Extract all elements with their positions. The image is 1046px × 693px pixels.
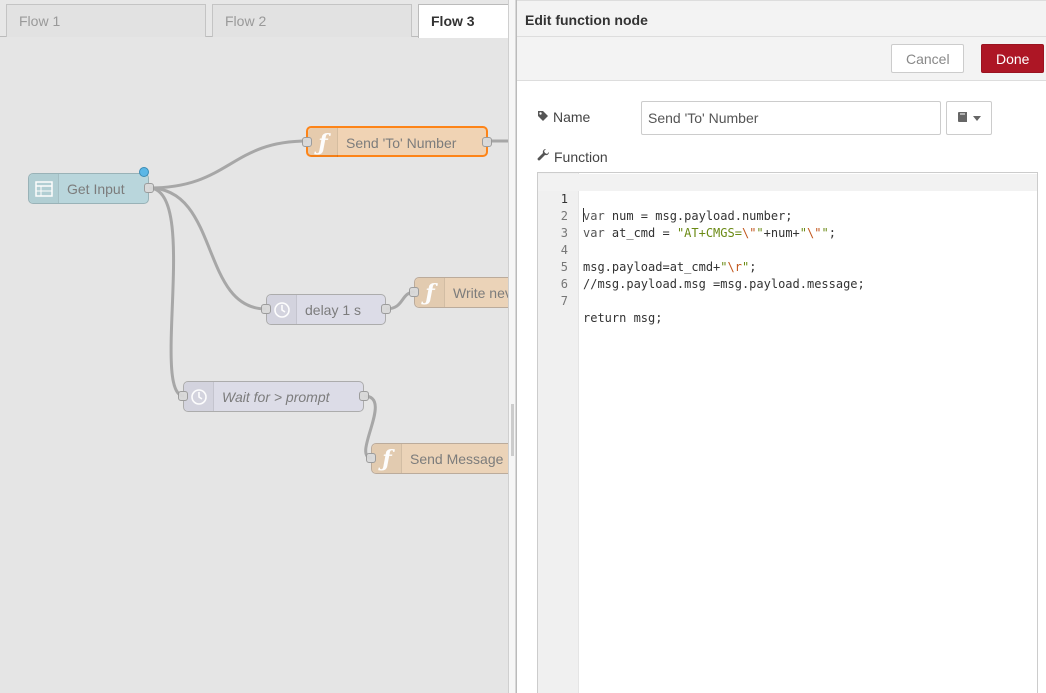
code-text: //msg.payload.msg =msg.payload.message; <box>583 277 865 291</box>
input-port[interactable] <box>302 137 312 147</box>
name-label-text: Name <box>553 109 591 125</box>
clock-icon <box>267 295 297 324</box>
function-icon: ƒ <box>425 279 435 306</box>
code-line: 7 return msg; <box>538 276 1037 325</box>
node-send-message[interactable]: ƒ Send Message <box>366 443 510 474</box>
line-number: 4 <box>560 243 568 257</box>
changed-indicator <box>139 167 149 177</box>
clock-icon <box>184 382 214 411</box>
function-icon: ƒ <box>318 129 328 156</box>
wrench-icon <box>537 148 550 165</box>
line-number: 7 <box>560 294 568 308</box>
wire-getinput-delay <box>148 186 267 311</box>
output-port[interactable] <box>359 391 369 401</box>
caret-down-icon <box>973 111 981 125</box>
code-line: 6 <box>538 259 1037 291</box>
node-properties-form: Name Function 1 var num = msg.payload.nu… <box>517 82 1046 693</box>
name-input[interactable] <box>641 101 941 135</box>
editor-toolbar: Cancel Done <box>517 37 1046 81</box>
input-port[interactable] <box>409 287 419 297</box>
output-port[interactable] <box>381 304 391 314</box>
output-port[interactable] <box>144 183 154 193</box>
code-text: return msg; <box>583 311 663 325</box>
editor-header: Edit function node <box>517 0 1046 37</box>
function-icon: ƒ <box>382 445 392 472</box>
flow-workspace[interactable]: Flow 1 Flow 2 Flow 3 Get Input ƒ Send 'T… <box>0 0 510 693</box>
line-number-gutter <box>538 173 579 693</box>
line-number: 1 <box>560 192 568 206</box>
code-line: 4 msg.payload=at_cmd+"\r"; <box>538 225 1037 274</box>
line-number: 2 <box>560 209 568 223</box>
output-port[interactable] <box>482 137 492 147</box>
tag-icon <box>537 110 549 125</box>
node-label: Get Input <box>67 181 125 197</box>
line-number: 5 <box>560 260 568 274</box>
code-text: msg.payload=at_cmd+"\r"; <box>583 260 757 274</box>
cancel-button[interactable]: Cancel <box>891 44 964 73</box>
book-icon <box>957 111 969 126</box>
tab-flow-2[interactable]: Flow 2 <box>212 4 412 37</box>
code-line: 2 var at_cmd = "AT+CMGS=\""+num+"\""; <box>538 191 1037 240</box>
function-label: Function <box>537 148 608 165</box>
code-line: 1 var num = msg.payload.number; <box>538 174 1037 223</box>
node-delay[interactable]: delay 1 s <box>261 294 391 325</box>
flow-tabs-bar: Flow 1 Flow 2 Flow 3 <box>0 0 510 38</box>
input-port[interactable] <box>366 453 376 463</box>
code-text: var at_cmd = "AT+CMGS=\""+num+"\""; <box>583 226 836 240</box>
node-send-to-number[interactable]: ƒ Send 'To' Number <box>302 126 492 157</box>
flow-wires <box>148 139 510 460</box>
code-editor[interactable]: 1 var num = msg.payload.number; 2 var at… <box>537 172 1038 693</box>
node-label: Wait for > prompt <box>222 389 330 405</box>
node-label: Write nev <box>453 285 510 301</box>
splitter-handle[interactable] <box>511 404 514 456</box>
tab-flow-1[interactable]: Flow 1 <box>6 4 206 37</box>
node-get-input[interactable]: Get Input <box>28 173 154 204</box>
line-number: 6 <box>560 277 568 291</box>
edit-node-panel: Edit function node Cancel Done Name Func… <box>516 0 1046 693</box>
node-label: Send 'To' Number <box>346 135 457 151</box>
tab-flow-3[interactable]: Flow 3 <box>418 4 510 38</box>
inject-icon <box>29 174 59 203</box>
code-lines: 1 var num = msg.payload.number; 2 var at… <box>538 174 1037 325</box>
function-label-text: Function <box>554 149 608 165</box>
node-wait-prompt[interactable]: Wait for > prompt <box>178 381 369 412</box>
wire-getinput-sendto <box>148 139 308 190</box>
code-text: var num = msg.payload.number; <box>583 208 793 223</box>
node-label: Send Message <box>410 451 504 467</box>
panel-splitter[interactable] <box>508 0 516 693</box>
node-label: delay 1 s <box>305 302 362 318</box>
name-label: Name <box>537 109 590 125</box>
input-port[interactable] <box>261 304 271 314</box>
editor-title: Edit function node <box>525 12 648 28</box>
line-number: 3 <box>560 226 568 240</box>
code-line: 3 <box>538 208 1037 240</box>
code-line: 5 //msg.payload.msg =msg.payload.message… <box>538 242 1037 291</box>
library-button[interactable] <box>946 101 992 135</box>
input-port[interactable] <box>178 391 188 401</box>
wire-getinput-wait <box>148 186 185 398</box>
node-write-new[interactable]: ƒ Write nev <box>409 277 510 308</box>
done-button[interactable]: Done <box>981 44 1044 73</box>
